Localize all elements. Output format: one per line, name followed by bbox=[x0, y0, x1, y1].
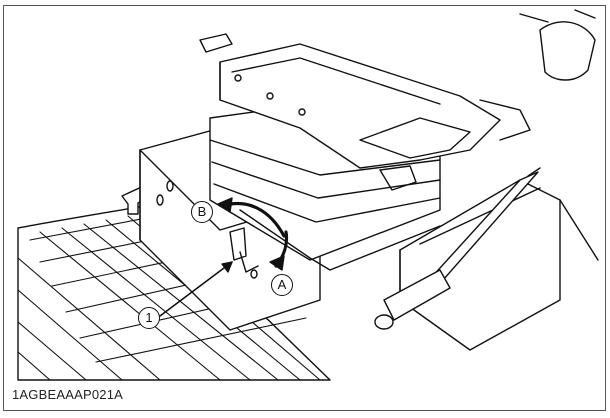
figure-code: 1AGBEAAAP021A bbox=[12, 387, 123, 402]
callout-b: B bbox=[191, 201, 213, 223]
callout-a: A bbox=[271, 274, 293, 296]
seat-cushion-frame bbox=[219, 43, 531, 191]
arrowhead-b bbox=[217, 197, 233, 213]
backrest-corner bbox=[519, 9, 596, 81]
control-lever bbox=[374, 167, 541, 330]
leader-arrowhead bbox=[221, 261, 233, 273]
callout-lever: 1 bbox=[138, 307, 160, 329]
top-handle bbox=[199, 33, 233, 53]
arrowhead-a bbox=[269, 255, 285, 271]
adjustment-lever bbox=[229, 227, 259, 279]
leader-line bbox=[159, 261, 233, 317]
